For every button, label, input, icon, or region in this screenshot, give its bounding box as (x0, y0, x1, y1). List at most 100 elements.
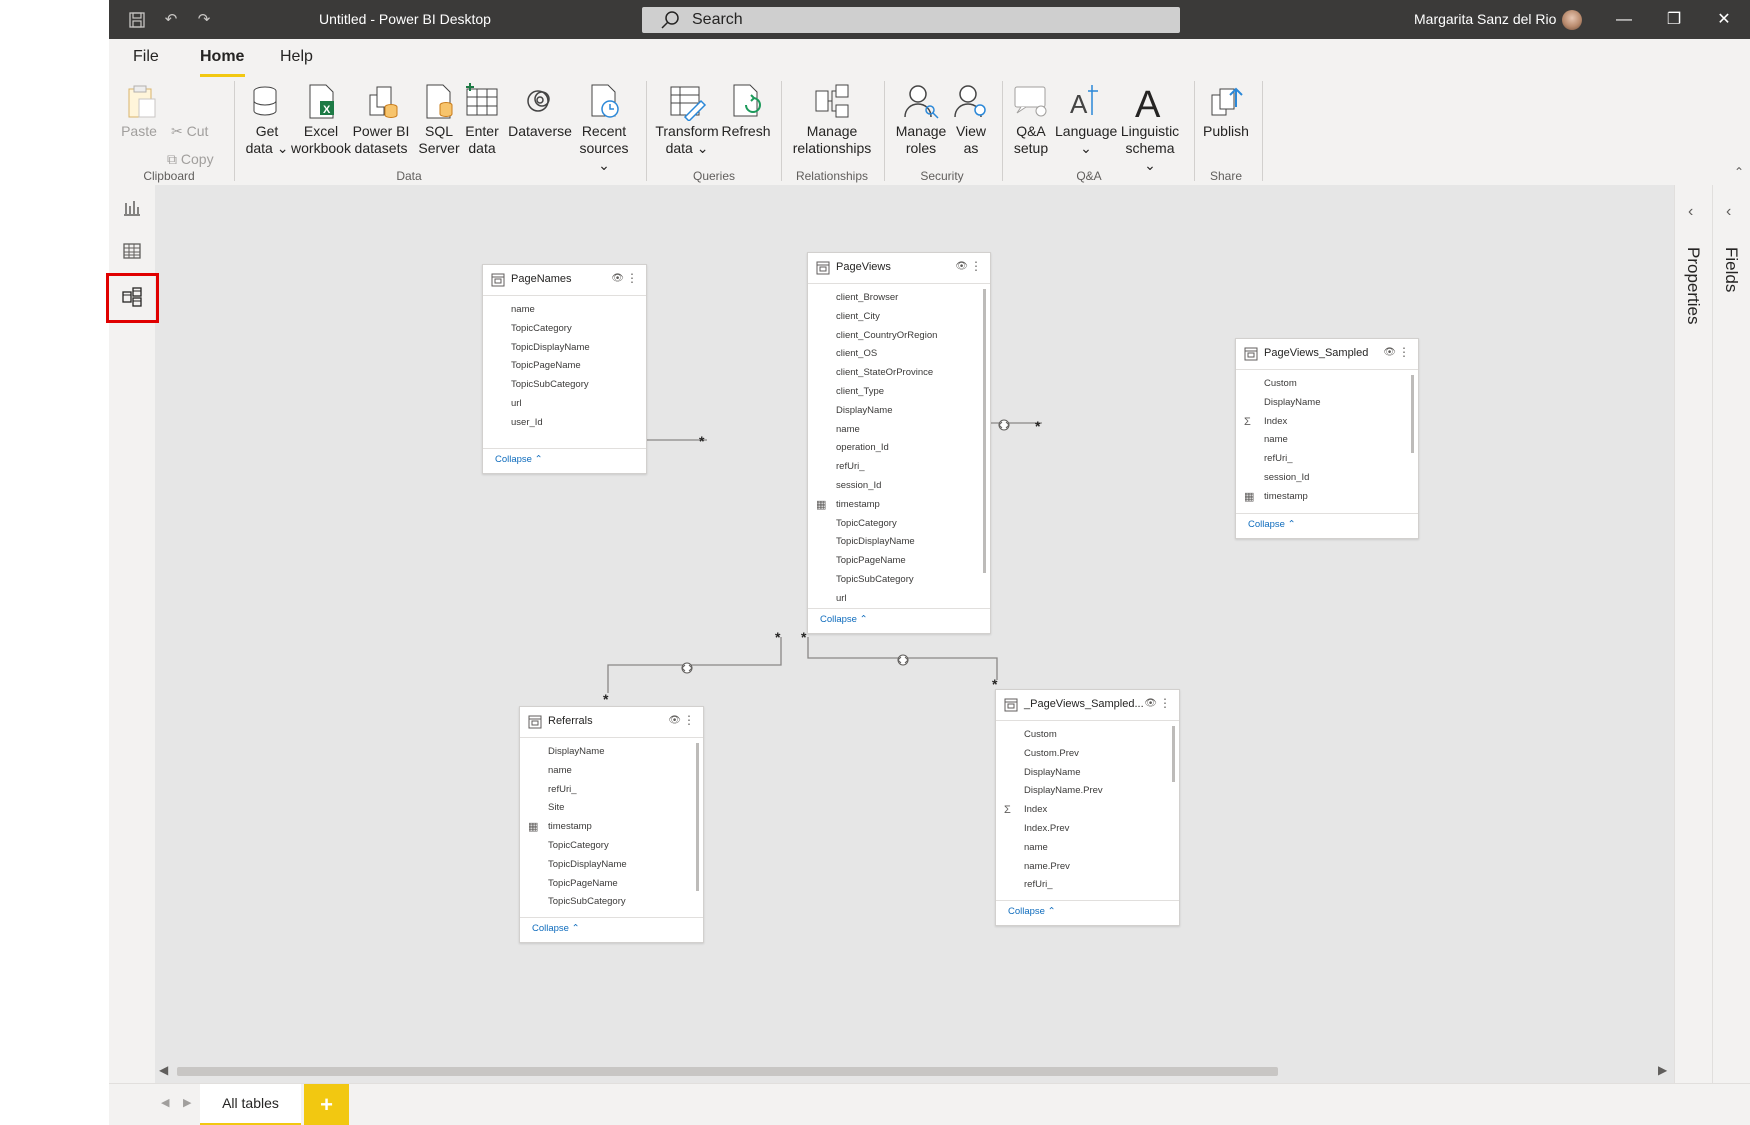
list-item[interactable]: TopicSubCategory (511, 379, 589, 391)
chevron-left-icon[interactable]: ‹ (1726, 203, 1732, 220)
list-item[interactable]: Site (548, 802, 565, 814)
undo-icon[interactable]: ↶ (164, 11, 178, 28)
collapse-link[interactable]: Collapse ⌃ (1248, 519, 1296, 530)
more-options-icon[interactable]: ⋮ (1398, 345, 1410, 359)
table-card-header[interactable]: _PageViews_Sampled... 👁 ⋮ (996, 690, 1179, 721)
collapse-ribbon-icon[interactable]: ⌃ (1733, 165, 1744, 179)
list-item[interactable]: DisplayName (548, 746, 605, 757)
more-options-icon[interactable]: ⋮ (1159, 696, 1171, 710)
list-item[interactable]: session_Id (1264, 471, 1310, 483)
list-item[interactable]: client_StateOrProvince (836, 367, 934, 379)
close-button[interactable]: ✕ (1717, 11, 1731, 28)
collapse-link[interactable]: Collapse ⌃ (820, 614, 868, 625)
list-item[interactable]: url (836, 592, 847, 604)
scrollbar[interactable] (696, 743, 699, 891)
list-item[interactable]: operation_Id (836, 442, 889, 454)
table-card-pageviews-sampled-prev[interactable]: _PageViews_Sampled... 👁 ⋮ Custom Custom.… (995, 689, 1180, 926)
user-name[interactable]: Margarita Sanz del Rio (1414, 11, 1557, 27)
more-options-icon[interactable]: ⋮ (626, 271, 638, 285)
list-item[interactable]: DisplayName.Prev (1024, 785, 1103, 797)
visibility-icon[interactable]: 👁 (1144, 698, 1157, 709)
list-item[interactable]: DisplayName (1024, 766, 1081, 778)
table-card-header[interactable]: PageNames 👁 ⋮ (483, 265, 646, 296)
tab-home[interactable]: Home (200, 48, 245, 65)
list-item[interactable]: user_Id (511, 416, 543, 428)
table-card-pagenames[interactable]: PageNames 👁 ⋮ name TopicCategory TopicDi… (482, 264, 647, 474)
list-item[interactable]: client_CountryOrRegion (836, 329, 938, 341)
search-input[interactable]: Search (642, 7, 1180, 33)
list-item[interactable]: refUri_ (1264, 453, 1293, 465)
list-item[interactable]: TopicDisplayName (511, 341, 590, 353)
properties-pane-label[interactable]: Properties (1684, 247, 1703, 325)
language-button[interactable]: A Language⌄ (1055, 81, 1117, 157)
list-item[interactable]: TopicSubCategory (548, 896, 626, 908)
list-item[interactable]: Custom (1264, 378, 1297, 389)
table-card-referrals[interactable]: Referrals 👁 ⋮ DisplayName name refUri_ S… (519, 706, 704, 943)
list-item[interactable]: client_City (836, 310, 880, 322)
list-item[interactable]: DisplayName (1264, 396, 1321, 408)
table-card-pageviews-sampled[interactable]: PageViews_Sampled 👁 ⋮ Custom DisplayName… (1235, 338, 1419, 539)
scroll-right-icon[interactable]: ▶ (1658, 1063, 1668, 1077)
tab-scroll-right-icon[interactable]: ▶ (183, 1097, 192, 1109)
tab-file[interactable]: File (133, 48, 159, 65)
tab-help[interactable]: Help (280, 48, 313, 65)
list-item[interactable]: TopicCategory (836, 517, 897, 529)
chevron-left-icon[interactable]: ‹ (1688, 203, 1694, 220)
scroll-left-icon[interactable]: ◀ (159, 1063, 169, 1077)
list-item[interactable]: client_OS (836, 348, 878, 360)
restore-button[interactable]: ❐ (1666, 11, 1682, 28)
list-item[interactable]: client_Browser (836, 292, 899, 303)
list-item[interactable]: refUri_ (836, 461, 865, 473)
list-item[interactable]: Custom.Prev (1024, 747, 1079, 759)
paste-button[interactable]: Paste (121, 81, 157, 140)
model-canvas[interactable]: * * * * * * * * PageNames 👁 ⋮ name Topic… (155, 185, 1674, 1071)
list-item[interactable]: refUri_ (1024, 879, 1053, 891)
list-item[interactable]: Custom (1024, 729, 1057, 740)
list-item[interactable]: DisplayName (836, 404, 893, 416)
refresh-button[interactable]: Refresh (721, 81, 771, 140)
list-item[interactable]: TopicCategory (511, 322, 572, 334)
list-item[interactable]: name (511, 304, 535, 315)
scrollbar[interactable] (1411, 375, 1414, 453)
scrollbar[interactable] (1172, 726, 1175, 782)
list-item[interactable]: ▦timestamp (1244, 490, 1308, 503)
tab-scroll-left-icon[interactable]: ◀ (161, 1097, 170, 1109)
list-item[interactable]: TopicPageName (836, 555, 906, 567)
list-item[interactable]: TopicDisplayName (836, 536, 915, 548)
minimize-button[interactable]: — (1616, 11, 1632, 28)
list-item[interactable]: name (548, 764, 572, 776)
horizontal-scrollbar[interactable]: ◀ ▶ (155, 1059, 1674, 1083)
cut-button[interactable]: ✂ Cut (171, 123, 209, 139)
avatar[interactable] (1562, 10, 1582, 30)
list-item[interactable]: name (1024, 841, 1048, 853)
fields-pane-label[interactable]: Fields (1722, 247, 1741, 293)
tab-all-tables[interactable]: All tables (200, 1084, 301, 1125)
list-item[interactable]: client_Type (836, 385, 885, 397)
collapse-link[interactable]: Collapse ⌃ (532, 923, 580, 934)
list-item[interactable]: ▦timestamp (816, 498, 880, 511)
scrollbar-thumb[interactable] (177, 1067, 1278, 1076)
more-options-icon[interactable]: ⋮ (683, 713, 695, 727)
table-card-pageviews[interactable]: PageViews 👁 ⋮ client_Browser client_City… (807, 252, 991, 634)
data-view-icon[interactable] (122, 241, 142, 261)
visibility-icon[interactable]: 👁 (668, 715, 681, 726)
fields-pane[interactable]: ‹ Fields (1712, 185, 1750, 1125)
add-layout-button[interactable]: + (304, 1084, 349, 1125)
collapse-link[interactable]: Collapse ⌃ (495, 454, 543, 465)
visibility-icon[interactable]: 👁 (1383, 347, 1396, 358)
list-item[interactable]: refUri_ (548, 783, 577, 795)
list-item[interactable]: name (1264, 434, 1288, 446)
list-item[interactable]: TopicPageName (548, 877, 618, 889)
publish-button[interactable]: Publish (1201, 81, 1251, 140)
collapse-link[interactable]: Collapse ⌃ (1008, 906, 1056, 917)
